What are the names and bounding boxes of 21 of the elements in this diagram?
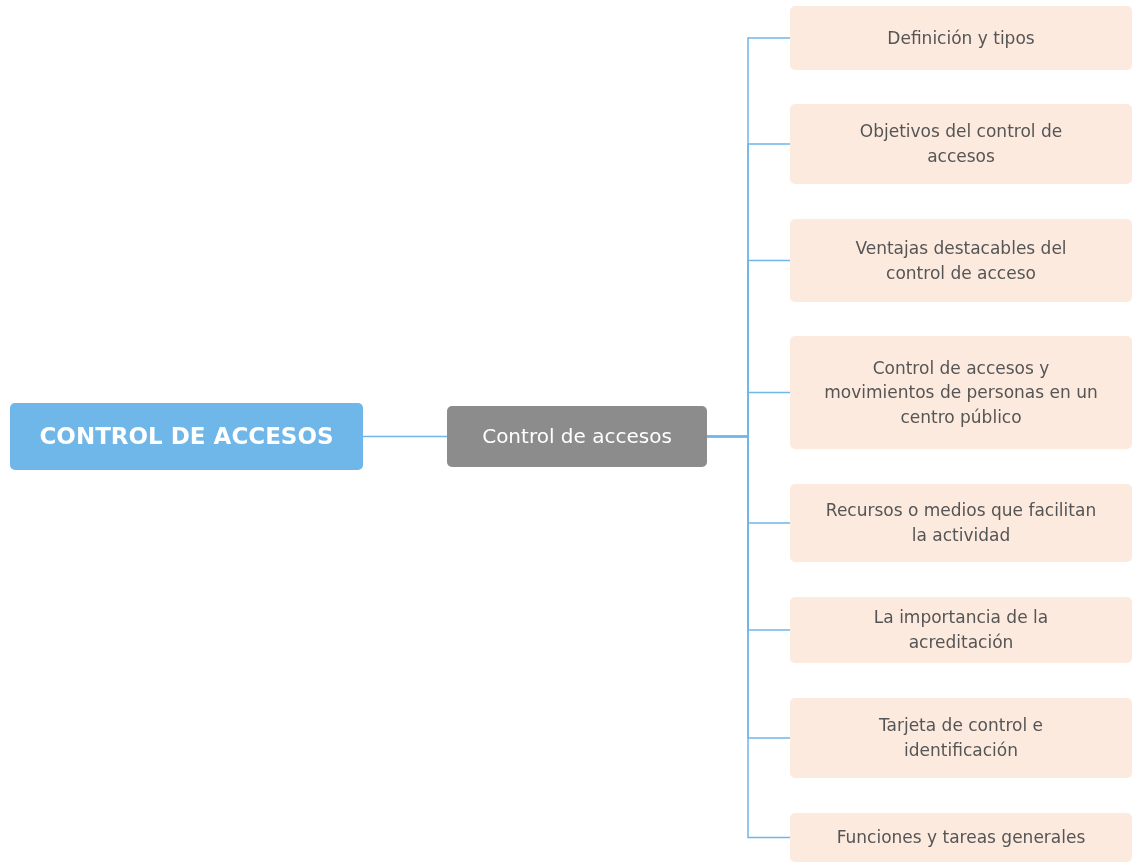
subtopic-box	[790, 597, 1132, 663]
topic-text: Definición y tipos	[887, 26, 1035, 50]
topic-text: CONTROL DE ACCESOS	[39, 421, 334, 451]
topic-text: Tarjeta de control e identificación	[877, 714, 1045, 762]
topic-text: Control de accesos	[482, 423, 672, 450]
subtopic-box	[790, 484, 1132, 562]
topic-text: Recursos o medios que facilitan la actividad	[824, 499, 1098, 547]
subtopic-box	[790, 104, 1132, 184]
connector-line	[362, 435, 448, 438]
subtopic-box	[790, 219, 1132, 302]
topic-text: Objetivos del control de accesos	[858, 120, 1064, 168]
topic-text: Ventajas destacables del control de acceso	[854, 236, 1068, 285]
topic-text: Control de accesos y movimientos de personas en un centro público	[824, 356, 1098, 429]
topic-text: La importancia de la acreditación	[872, 606, 1050, 654]
root-topic-box	[10, 403, 363, 470]
subtopic-box	[790, 6, 1132, 70]
topic-text: Funciones y tareas generales	[836, 826, 1086, 850]
subtopic-box	[790, 698, 1132, 778]
main-topic-box	[447, 406, 707, 467]
subtopic-box	[790, 813, 1132, 862]
subtopic-box	[790, 336, 1132, 449]
